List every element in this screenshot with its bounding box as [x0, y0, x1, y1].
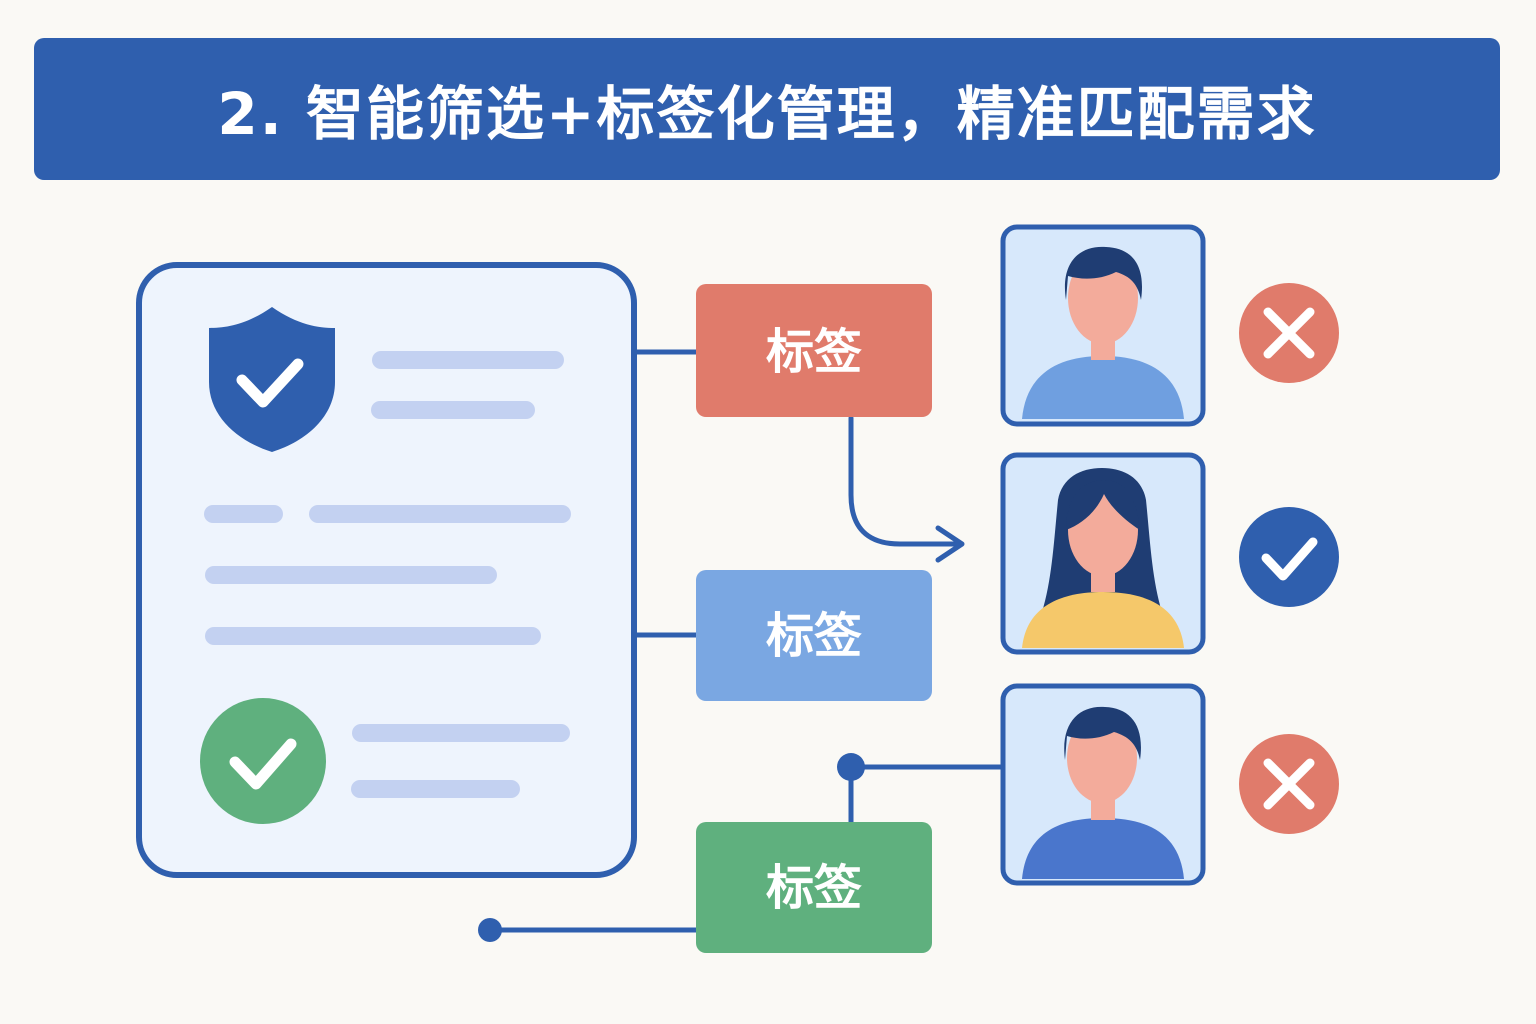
connector-node [478, 918, 502, 942]
tag-2[interactable]: 标签 [696, 570, 932, 701]
verified-check-icon [200, 698, 326, 824]
tag-2-label: 标签 [766, 608, 862, 664]
male-avatar-icon [1022, 246, 1184, 419]
male-avatar-icon [1022, 706, 1184, 879]
tag-1-chip [696, 284, 932, 417]
status-check-icon [1239, 507, 1339, 607]
tag-1[interactable]: 标签 [696, 284, 932, 417]
title-banner: 2. 智能筛选+标签化管理，精准匹配需求 [34, 38, 1500, 180]
candidate-card-1[interactable] [1000, 224, 1206, 427]
tag-3[interactable]: 标签 [696, 822, 932, 953]
female-avatar-icon [1022, 468, 1184, 648]
shield-check-icon [209, 307, 335, 452]
page-title: 2. 智能筛选+标签化管理，精准匹配需求 [217, 80, 1317, 148]
connector-node [837, 753, 865, 781]
document-text-lines [204, 351, 571, 798]
tag-3-chip [696, 822, 932, 953]
candidate-card-2[interactable] [1000, 452, 1206, 655]
status-cross-icon [1239, 734, 1339, 834]
tag-1-label: 标签 [766, 324, 862, 380]
resume-document [136, 262, 637, 878]
tag1-to-candidate2-arrow [848, 415, 958, 547]
arrow-head-icon [935, 525, 965, 563]
status-cross-icon [1239, 283, 1339, 383]
tag-3-label: 标签 [766, 860, 862, 916]
tag-2-chip [696, 570, 932, 701]
candidate-card-3[interactable] [1000, 683, 1206, 886]
